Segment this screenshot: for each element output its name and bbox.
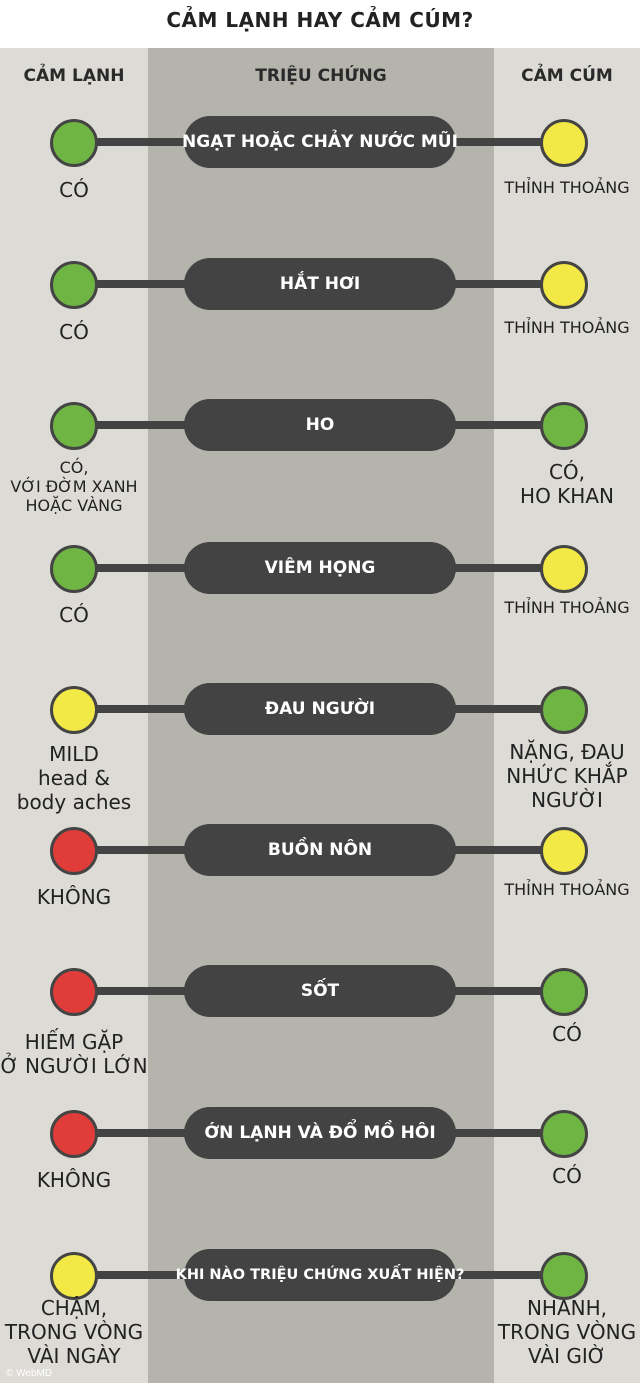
symptom-row: BUỒN NÔN xyxy=(0,820,640,880)
watermark: © WebMD xyxy=(6,1368,53,1379)
flu-answer-line: NHỨC KHẮP xyxy=(506,764,628,788)
page-title: CẢM LẠNH HAY CẢM CÚM? xyxy=(166,8,474,32)
flu-answer: CÓ xyxy=(494,1164,640,1188)
cold-answer-line: HOẶC VÀNG xyxy=(25,496,123,516)
cold-indicator-dot xyxy=(50,827,98,875)
flu-indicator-dot xyxy=(540,686,588,734)
cold-answer-line: VỚI ĐỜM XANH xyxy=(10,477,138,497)
cold-answer-line: HIẾM GẶP xyxy=(24,1030,124,1054)
flu-answer: THỈNH THOẢNG xyxy=(494,598,640,617)
symptom-pill: NGẠT HOẶC CHẢY NƯỚC MŨI xyxy=(182,116,458,168)
cold-indicator-dot xyxy=(50,1110,98,1158)
cold-indicator-dot xyxy=(50,686,98,734)
cold-answer: CÓ xyxy=(0,603,148,627)
flu-answer-line: THỈNH THOẢNG xyxy=(504,178,630,197)
cold-answer: CÓ xyxy=(0,320,148,344)
flu-answer-line: CÓ xyxy=(552,1164,582,1188)
flu-answer-line: VÀI GIỜ xyxy=(528,1344,606,1368)
flu-answer-line: THỈNH THOẢNG xyxy=(504,598,630,617)
flu-indicator-dot xyxy=(540,261,588,309)
flu-answer: THỈNH THOẢNG xyxy=(494,178,640,197)
symptom-label: SỐT xyxy=(300,981,340,1001)
symptom-row: VIÊM HỌNG xyxy=(0,538,640,598)
cold-answer-line: CÓ, xyxy=(59,458,89,477)
flu-answer: THỈNH THOẢNG xyxy=(494,318,640,337)
symptom-pill: BUỒN NÔN xyxy=(184,824,456,876)
symptom-column-header: TRIỆU CHỨNG xyxy=(255,66,387,86)
symptom-label: BUỒN NÔN xyxy=(267,840,373,860)
flu-column-header: CẢM CÚM xyxy=(521,66,613,86)
symptom-pill: HO xyxy=(184,399,456,451)
symptom-label: HẮT HƠI xyxy=(279,274,361,294)
symptom-row: HO xyxy=(0,395,640,455)
flu-answer-line: HO KHAN xyxy=(520,484,614,508)
symptom-label: NGẠT HOẶC CHẢY NƯỚC MŨI xyxy=(182,132,458,152)
cold-answer-line: CÓ xyxy=(59,178,89,202)
cold-answer: KHÔNG xyxy=(0,1168,148,1192)
symptom-pill: ĐAU NGƯỜI xyxy=(184,683,456,735)
symptom-row: KHI NÀO TRIỆU CHỨNG XUẤT HIỆN? xyxy=(0,1245,640,1305)
cold-answer-line: KHÔNG xyxy=(36,885,112,909)
symptom-label: ĐAU NGƯỜI xyxy=(264,699,376,719)
cold-indicator-dot xyxy=(50,402,98,450)
cold-answer: CÓ xyxy=(0,178,148,202)
flu-answer-line: NGƯỜI xyxy=(531,788,603,812)
flu-answer-line: THỈNH THOẢNG xyxy=(504,318,630,337)
cold-indicator-dot xyxy=(50,261,98,309)
cold-indicator-dot xyxy=(50,968,98,1016)
flu-answer-line: TRONG VÒNG xyxy=(497,1320,637,1344)
cold-answer-line: CÓ xyxy=(59,603,89,627)
flu-answer: THỈNH THOẢNG xyxy=(494,880,640,899)
flu-answer-line: CÓ, xyxy=(548,460,586,484)
cold-answer-line: KHÔNG xyxy=(36,1168,112,1192)
cold-answer-line: Ở NGƯỜI LỚN xyxy=(0,1054,148,1078)
symptom-label: HO xyxy=(305,415,335,435)
flu-answer-line: NẶNG, ĐAU xyxy=(509,740,625,764)
symptom-pill: VIÊM HỌNG xyxy=(184,542,456,594)
symptom-pill: SỐT xyxy=(184,965,456,1017)
flu-answer-line: CÓ xyxy=(552,1022,582,1046)
symptom-row: ĐAU NGƯỜI xyxy=(0,679,640,739)
symptom-row: NGẠT HOẶC CHẢY NƯỚC MŨI xyxy=(0,112,640,172)
flu-indicator-dot xyxy=(540,827,588,875)
cold-answer-line: body aches xyxy=(16,790,132,814)
flu-answer: CÓ xyxy=(494,1022,640,1046)
flu-indicator-dot xyxy=(540,545,588,593)
cold-answer: KHÔNG xyxy=(0,885,148,909)
flu-indicator-dot xyxy=(540,402,588,450)
cold-answer-line: VÀI NGÀY xyxy=(27,1344,121,1368)
cold-answer-line: CÓ xyxy=(59,320,89,344)
symptom-row: ỚN LẠNH VÀ ĐỔ MỒ HÔI xyxy=(0,1103,640,1163)
flu-answer-line: THỈNH THOẢNG xyxy=(504,880,630,899)
symptom-pill: ỚN LẠNH VÀ ĐỔ MỒ HÔI xyxy=(184,1107,456,1159)
cold-indicator-dot xyxy=(50,1252,98,1300)
cold-answer-line: MILD xyxy=(49,742,99,766)
symptom-label: ỚN LẠNH VÀ ĐỔ MỒ HÔI xyxy=(204,1123,436,1143)
symptom-pill: KHI NÀO TRIỆU CHỨNG XUẤT HIỆN? xyxy=(176,1249,464,1301)
flu-indicator-dot xyxy=(540,1252,588,1300)
symptom-label: VIÊM HỌNG xyxy=(264,558,376,578)
cold-answer-line: CHẬM, xyxy=(40,1296,108,1320)
cold-indicator-dot xyxy=(50,545,98,593)
flu-indicator-dot xyxy=(540,968,588,1016)
flu-answer-line: NHANH, xyxy=(526,1296,608,1320)
symptom-pill: HẮT HƠI xyxy=(184,258,456,310)
cold-indicator-dot xyxy=(50,119,98,167)
cold-column-header: CẢM LẠNH xyxy=(23,66,125,86)
symptom-row: SỐT xyxy=(0,961,640,1021)
flu-answer: CÓ,HO KHAN xyxy=(494,460,640,508)
flu-indicator-dot xyxy=(540,119,588,167)
symptom-row: HẮT HƠI xyxy=(0,254,640,314)
cold-answer-line: TRONG VÒNG xyxy=(4,1320,144,1344)
cold-answer-line: head & xyxy=(38,766,110,790)
symptom-label: KHI NÀO TRIỆU CHỨNG XUẤT HIỆN? xyxy=(175,1267,465,1283)
flu-indicator-dot xyxy=(540,1110,588,1158)
